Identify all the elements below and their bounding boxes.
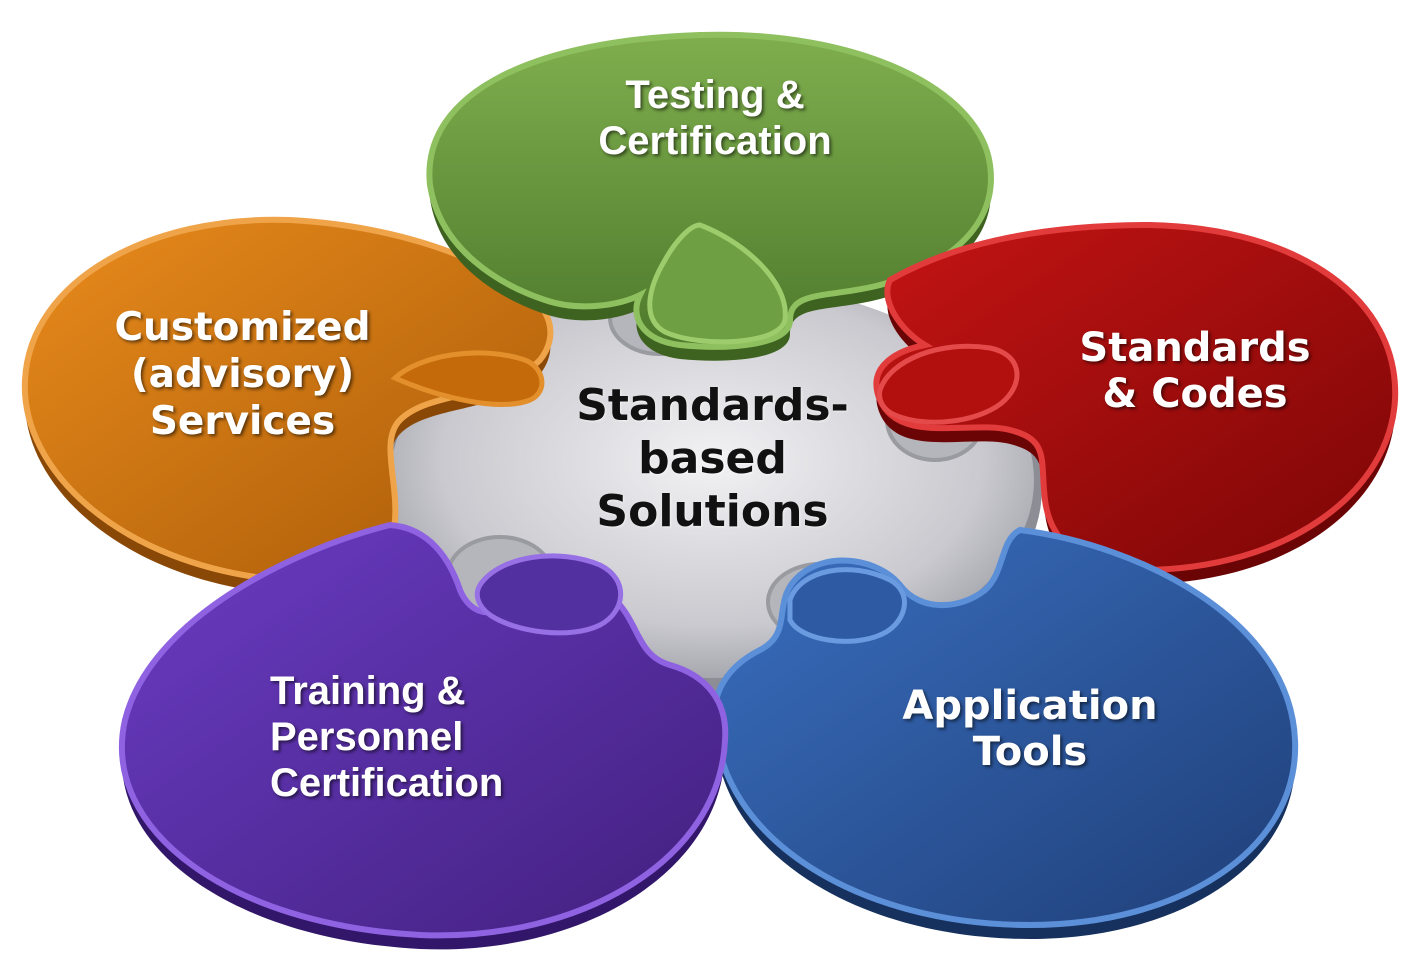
petal-application-tools [711, 526, 1299, 939]
petal-training-certification [118, 521, 729, 950]
training-line-1: Training & [270, 669, 466, 713]
standards-codes-label: Standards & Codes [1050, 325, 1340, 417]
standards-line-1: Standards [1079, 325, 1311, 371]
center-label: Standards- based Solutions [545, 380, 880, 538]
customized-services-label: Customized (advisory) Services [100, 305, 385, 445]
training-certification-label: Training & Personnel Certification [270, 668, 540, 806]
center-line-2: based [638, 432, 787, 484]
center-line-1: Standards- [576, 380, 849, 431]
petal-standards-codes [873, 221, 1399, 584]
tools-line-2: Tools [972, 729, 1088, 775]
training-line-2: Personnel [270, 715, 464, 759]
tools-line-1: Application [902, 683, 1158, 729]
customized-line-3: Services [149, 398, 336, 444]
application-tools-label: Application Tools [880, 683, 1180, 775]
training-line-3: Certification [270, 761, 504, 805]
testing-certification-label: Testing & Certification [560, 72, 870, 164]
petal-customized-services [21, 216, 554, 595]
center-line-3: Solutions [596, 485, 829, 537]
customized-line-1: Customized [114, 305, 371, 350]
testing-line-2: Certification [598, 119, 832, 163]
testing-line-1: Testing & [625, 73, 805, 117]
petal-testing-certification [426, 31, 994, 361]
customized-line-2: (advisory) [130, 351, 355, 397]
standards-line-2: & Codes [1102, 371, 1288, 417]
